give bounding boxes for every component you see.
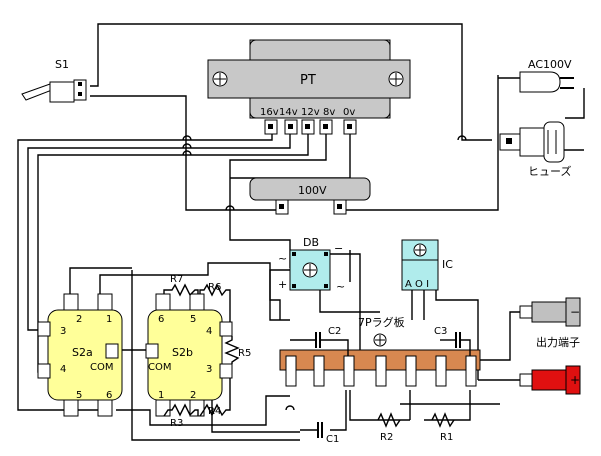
r6-label: R6 xyxy=(208,282,221,293)
c2-label: C2 xyxy=(328,326,341,337)
pt-label: PT xyxy=(300,73,316,88)
svg-text:2: 2 xyxy=(190,390,196,401)
s1-label: S1 xyxy=(55,58,69,71)
output-label: 出力端子 xyxy=(536,335,580,349)
tap-14v-label: 14v xyxy=(279,107,298,118)
r4-label: R4 xyxy=(208,406,221,417)
ic-regulator: IC A O I xyxy=(401,239,453,291)
svg-text:3: 3 xyxy=(60,326,66,337)
r5-label: R5 xyxy=(238,348,251,359)
wire-hops xyxy=(182,135,467,411)
switch-s2a: 2 1 3 4 5 6 S2a COM xyxy=(37,293,123,417)
ac-label: AC100V xyxy=(528,58,572,71)
fuse-holder: ヒューズ xyxy=(499,121,571,178)
lug-label: 7Pラグ板 xyxy=(358,315,405,329)
db-plus-label: + xyxy=(278,278,287,291)
ac-inlet: AC100V xyxy=(519,58,574,93)
svg-text:1: 1 xyxy=(158,390,164,401)
output-terminals: − 出力端子 + xyxy=(519,297,581,395)
pt-taps: 16v 14v 12v 8v 0v xyxy=(260,107,357,135)
db-label: DB xyxy=(303,236,319,249)
db-minus-label: − xyxy=(334,242,343,255)
svg-text:1: 1 xyxy=(106,314,112,325)
tap-16v-label: 16v xyxy=(260,107,279,118)
db-ac-out-label: ~ xyxy=(336,280,345,293)
r1-label: R1 xyxy=(440,432,453,443)
svg-text:4: 4 xyxy=(60,364,66,375)
resistors-s2b: R7 R6 R5 R4 R3 xyxy=(163,274,251,429)
out-minus-label: − xyxy=(570,305,580,319)
primary-coil: 100V xyxy=(249,177,371,215)
svg-text:5: 5 xyxy=(76,390,82,401)
s2a-label: S2a xyxy=(72,346,93,359)
switch-s1: S1 xyxy=(21,58,87,103)
ic-label: IC xyxy=(442,258,453,271)
tap-8v-label: 8v xyxy=(323,107,335,118)
switch-s2b: 6 5 4 3 1 2 S2b COM xyxy=(145,293,233,417)
lug-board: 7Pラグ板 xyxy=(279,315,481,387)
r3-label: R3 xyxy=(170,418,183,429)
s2a-com-label: COM xyxy=(90,362,113,373)
svg-text:3: 3 xyxy=(206,364,212,375)
svg-text:4: 4 xyxy=(206,326,212,337)
s2b-label: S2b xyxy=(172,346,193,359)
resistors-lug: R2 R1 xyxy=(377,412,455,443)
fuse-label: ヒューズ xyxy=(528,164,571,178)
svg-text:5: 5 xyxy=(190,314,196,325)
c1-label: C1 xyxy=(326,434,339,445)
svg-text:6: 6 xyxy=(158,314,164,325)
out-plus-label: + xyxy=(570,373,580,387)
c3-label: C3 xyxy=(434,326,447,337)
r7-label: R7 xyxy=(170,274,183,285)
svg-text:2: 2 xyxy=(76,314,82,325)
wiring xyxy=(17,23,585,441)
r2-label: R2 xyxy=(380,432,393,443)
tap-12v-label: 12v xyxy=(301,107,320,118)
db-ac-in-label: ~ xyxy=(278,252,287,265)
ic-pins-label: A O I xyxy=(405,279,429,290)
power-transformer: PT xyxy=(207,39,411,119)
capacitors: C2 C3 C1 xyxy=(290,326,471,445)
tap-0v-label: 0v xyxy=(343,107,355,118)
diode-bridge: DB ~ − + ~ xyxy=(278,236,345,293)
primary-label: 100V xyxy=(298,184,327,197)
s2b-com-label: COM xyxy=(148,362,171,373)
svg-text:6: 6 xyxy=(106,390,112,401)
